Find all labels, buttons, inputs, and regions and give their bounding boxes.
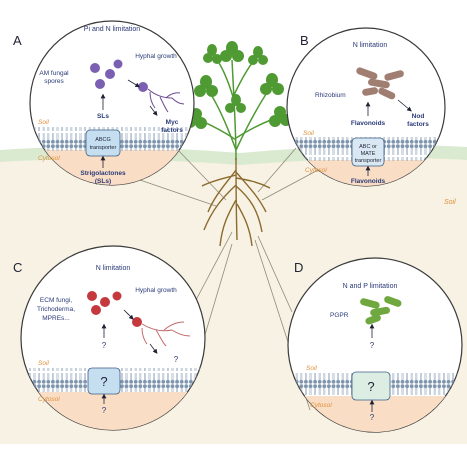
panel-b-transporter-label-2: MATE xyxy=(361,151,376,157)
panel-c-soil-label: Soil xyxy=(38,360,49,367)
panel-c-hyphal-label: Hyphal growth xyxy=(135,287,177,294)
panel-a-spores-label-2: spores xyxy=(44,78,64,85)
panel-d-soil-label: Soil xyxy=(306,365,317,372)
panel-b-flavonoids-top-label: Flavonoids xyxy=(351,120,386,127)
panel-a-myc-arrow xyxy=(149,105,158,116)
panel-d-pgpr-label: PGPR xyxy=(330,312,349,319)
panel-b-cytosol-label: Cytosol xyxy=(305,167,327,174)
panel-c-question-right: ? xyxy=(174,355,179,364)
panel-a-letter: A xyxy=(13,33,22,48)
panel-b-letter: B xyxy=(300,33,309,48)
panel-b-rhizobium-label: Rhizobium xyxy=(315,92,346,99)
panel-c: C N limitation Hyphal growth ECM fungi, … xyxy=(13,245,206,431)
panel-d-question-box: ? xyxy=(367,379,374,394)
panel-a-transporter-label-2: transporter xyxy=(90,145,117,151)
panel-c-cytosol-label: Cytosol xyxy=(38,396,60,403)
panel-d-title: N and P limitation xyxy=(343,283,398,290)
panel-a-cytosol-label: Cytosol xyxy=(38,155,60,162)
plant-roots xyxy=(201,157,271,247)
panel-a: A Pi and N limitation Soil Cytosol AM fu… xyxy=(13,20,195,186)
panel-a-sls-label: SLs xyxy=(97,113,109,120)
panel-c-question-cytosol: ? xyxy=(102,406,107,415)
panel-d-letter: D xyxy=(294,260,303,275)
panel-c-hyphae-arrow xyxy=(149,343,158,354)
rhizobium-bacteria xyxy=(356,67,404,100)
panel-a-transporter-label: ABCG xyxy=(95,137,111,143)
panel-c-question-soil: ? xyxy=(102,341,107,350)
panel-d-cytosol-label: Cytosol xyxy=(310,402,332,409)
panel-b-transporter-label: ABC or xyxy=(359,144,377,150)
panel-b-nod-label: Nod xyxy=(412,113,425,120)
panel-b-nod-label-2: factors xyxy=(407,121,429,128)
am-hyphae xyxy=(138,82,185,113)
panel-b-transporter-label-3: transporter xyxy=(355,158,382,164)
panel-a-spores-label: AM fungal xyxy=(39,70,69,77)
panel-a-hyphal-label: Hyphal growth xyxy=(135,53,177,60)
panel-a-strigolactones-label-2: (SLs) xyxy=(95,178,111,185)
panel-c-ecm-label: ECM fungi, xyxy=(40,297,72,304)
panel-a-title: Pi and N limitation xyxy=(84,26,141,33)
panel-c-letter: C xyxy=(13,260,22,275)
panel-b-title: N limitation xyxy=(353,42,388,49)
ecm-hyphae xyxy=(132,317,191,347)
panel-b-soil-label: Soil xyxy=(303,130,314,137)
panel-a-soil-label: Soil xyxy=(38,119,49,126)
soil-label: Soil xyxy=(444,199,456,206)
panel-d-question-cytosol: ? xyxy=(370,413,375,422)
panel-c-title: N limitation xyxy=(96,265,131,272)
panel-a-myc-label-2: factors xyxy=(161,127,183,134)
panel-b-nod-arrow xyxy=(397,99,412,112)
panel-c-spore-arrow xyxy=(123,309,134,320)
panel-c-ecm-label-3: MPREs... xyxy=(42,315,70,322)
panel-d-question-soil: ? xyxy=(370,341,375,350)
am-fungal-spores xyxy=(90,59,123,89)
panel-c-question-box: ? xyxy=(100,374,107,389)
panel-a-spore-arrow xyxy=(127,79,141,88)
panel-c-ecm-label-2: Trichoderma, xyxy=(37,306,75,313)
ecm-fungi-spores xyxy=(87,291,122,315)
abcg-transporter xyxy=(85,129,121,157)
panel-b-flavonoids-bottom-label: Flavonoids xyxy=(351,178,386,185)
panel-a-myc-label: Myc xyxy=(166,119,179,126)
pgpr-bacteria xyxy=(360,296,402,325)
panel-a-strigolactones-label: Strigolactones xyxy=(80,170,126,177)
